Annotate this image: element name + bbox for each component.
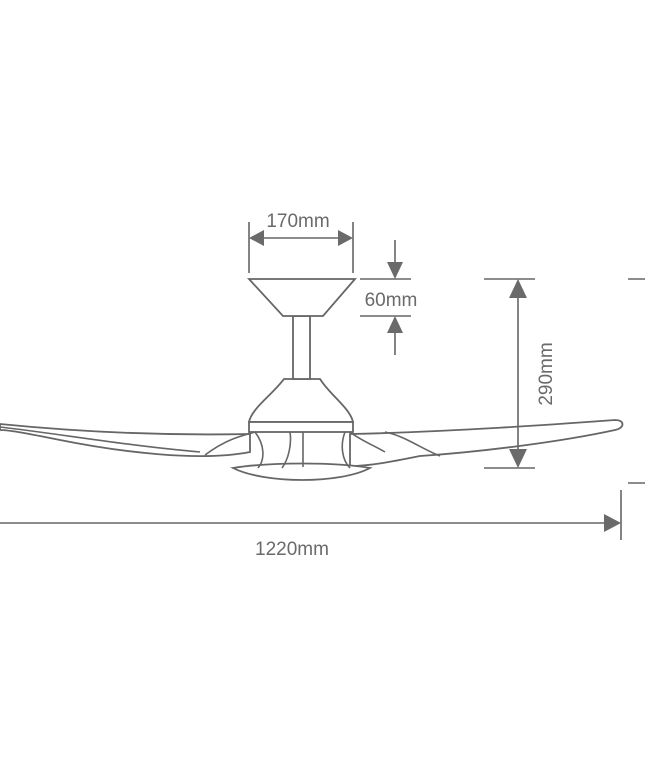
canopy <box>246 278 357 317</box>
motor-housing <box>247 378 355 423</box>
hub-dish <box>230 462 373 481</box>
arrow-right-icon <box>604 514 621 532</box>
downrod <box>292 315 311 380</box>
right-blade-curve <box>384 431 441 457</box>
right-blade <box>349 419 624 467</box>
canopy-height-label: 60mm <box>365 290 418 311</box>
hub-blade-roots <box>204 431 386 469</box>
arrow-up-icon <box>509 279 527 298</box>
fan-drawing <box>0 278 624 481</box>
canopy-width-dimension: 170mm <box>248 211 354 273</box>
arrow-down-icon <box>509 449 527 468</box>
blade-span-dimension: 1220mm <box>0 490 622 560</box>
arrow-down-icon <box>387 262 403 279</box>
overall-height-label: 290mm <box>536 342 557 405</box>
blade-span-label: 1220mm <box>255 539 329 560</box>
motor-band <box>248 421 354 433</box>
arrow-left-icon <box>249 230 264 246</box>
arrow-right-icon <box>338 230 353 246</box>
left-blade <box>0 423 251 457</box>
overall-height-dimension: 290mm <box>484 278 557 469</box>
canopy-height-dimension: 60mm <box>360 240 417 355</box>
arrow-up-icon <box>387 316 403 333</box>
left-blade-edge <box>0 426 201 453</box>
canopy-width-label: 170mm <box>266 211 329 232</box>
